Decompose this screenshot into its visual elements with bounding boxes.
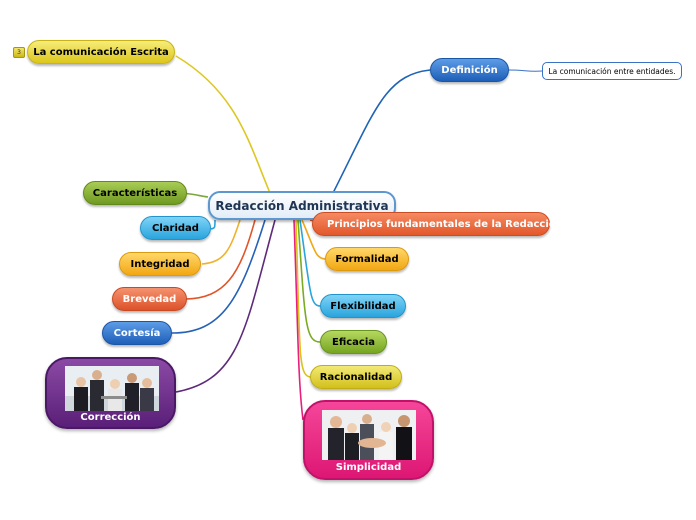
node-label: Principios fundamentales de la Redacción…	[327, 218, 567, 230]
collapsed-count-badge[interactable]: 3	[13, 47, 25, 58]
branch-simplicidad	[293, 219, 304, 421]
branch-cortesia	[171, 219, 266, 334]
collapsed-count: 3	[17, 49, 21, 56]
branch-eficacia	[297, 219, 321, 343]
node-eficacia[interactable]: Eficacia	[320, 330, 387, 354]
branch-correccion	[175, 219, 276, 393]
node-la-comunicacion-escrita[interactable]: La comunicación Escrita	[27, 40, 175, 64]
node-label: Flexibilidad	[330, 300, 396, 312]
node-label: Brevedad	[122, 293, 177, 305]
node-flexibilidad[interactable]: Flexibilidad	[320, 294, 406, 318]
definicion-note[interactable]: La comunicación entre entidades.	[542, 62, 682, 80]
team-hands-photo	[322, 410, 416, 460]
node-label: Integridad	[130, 258, 190, 270]
node-formalidad[interactable]: Formalidad	[325, 247, 409, 271]
node-racionalidad[interactable]: Racionalidad	[310, 365, 402, 389]
node-label: La comunicación Escrita	[33, 46, 169, 58]
branch-formalidad	[301, 219, 326, 260]
node-simplicidad[interactable]: Simplicidad	[303, 400, 434, 480]
node-brevedad[interactable]: Brevedad	[112, 287, 187, 311]
node-label: Formalidad	[335, 253, 399, 265]
branch-definicion	[332, 69, 431, 194]
branch-brevedad	[185, 219, 256, 300]
node-principios-fundamentales[interactable]: Principios fundamentales de la Redacción…	[312, 212, 567, 236]
node-cortesia[interactable]: Cortesía	[102, 321, 172, 345]
node-label: Eficacia	[331, 336, 376, 348]
node-label: Simplicidad	[335, 462, 402, 473]
node-caracteristicas[interactable]: Características	[83, 181, 187, 205]
branch-escrita	[175, 55, 271, 194]
branch-claridad	[210, 219, 216, 230]
office-team-photo	[65, 366, 159, 411]
central-topic-label: Redacción Administrativa	[215, 198, 389, 213]
note-text: La comunicación entre entidades.	[548, 66, 676, 76]
central-topic[interactable]: Redacción Administrativa	[208, 191, 396, 220]
node-label: Corrección	[80, 412, 141, 423]
branch-racionalidad	[295, 219, 311, 378]
node-label: Claridad	[152, 222, 199, 234]
node-label: Racionalidad	[319, 371, 393, 383]
node-definicion[interactable]: Definición	[430, 58, 509, 82]
node-correccion[interactable]: Corrección	[45, 357, 176, 429]
branch-integridad	[201, 219, 241, 265]
node-label: Definición	[441, 64, 498, 76]
node-claridad[interactable]: Claridad	[140, 216, 211, 240]
node-integridad[interactable]: Integridad	[119, 252, 201, 276]
branch-flexibilidad	[299, 219, 321, 307]
node-label: Cortesía	[113, 327, 161, 339]
node-label: Características	[92, 187, 178, 199]
branch-definicion-note	[508, 69, 543, 72]
